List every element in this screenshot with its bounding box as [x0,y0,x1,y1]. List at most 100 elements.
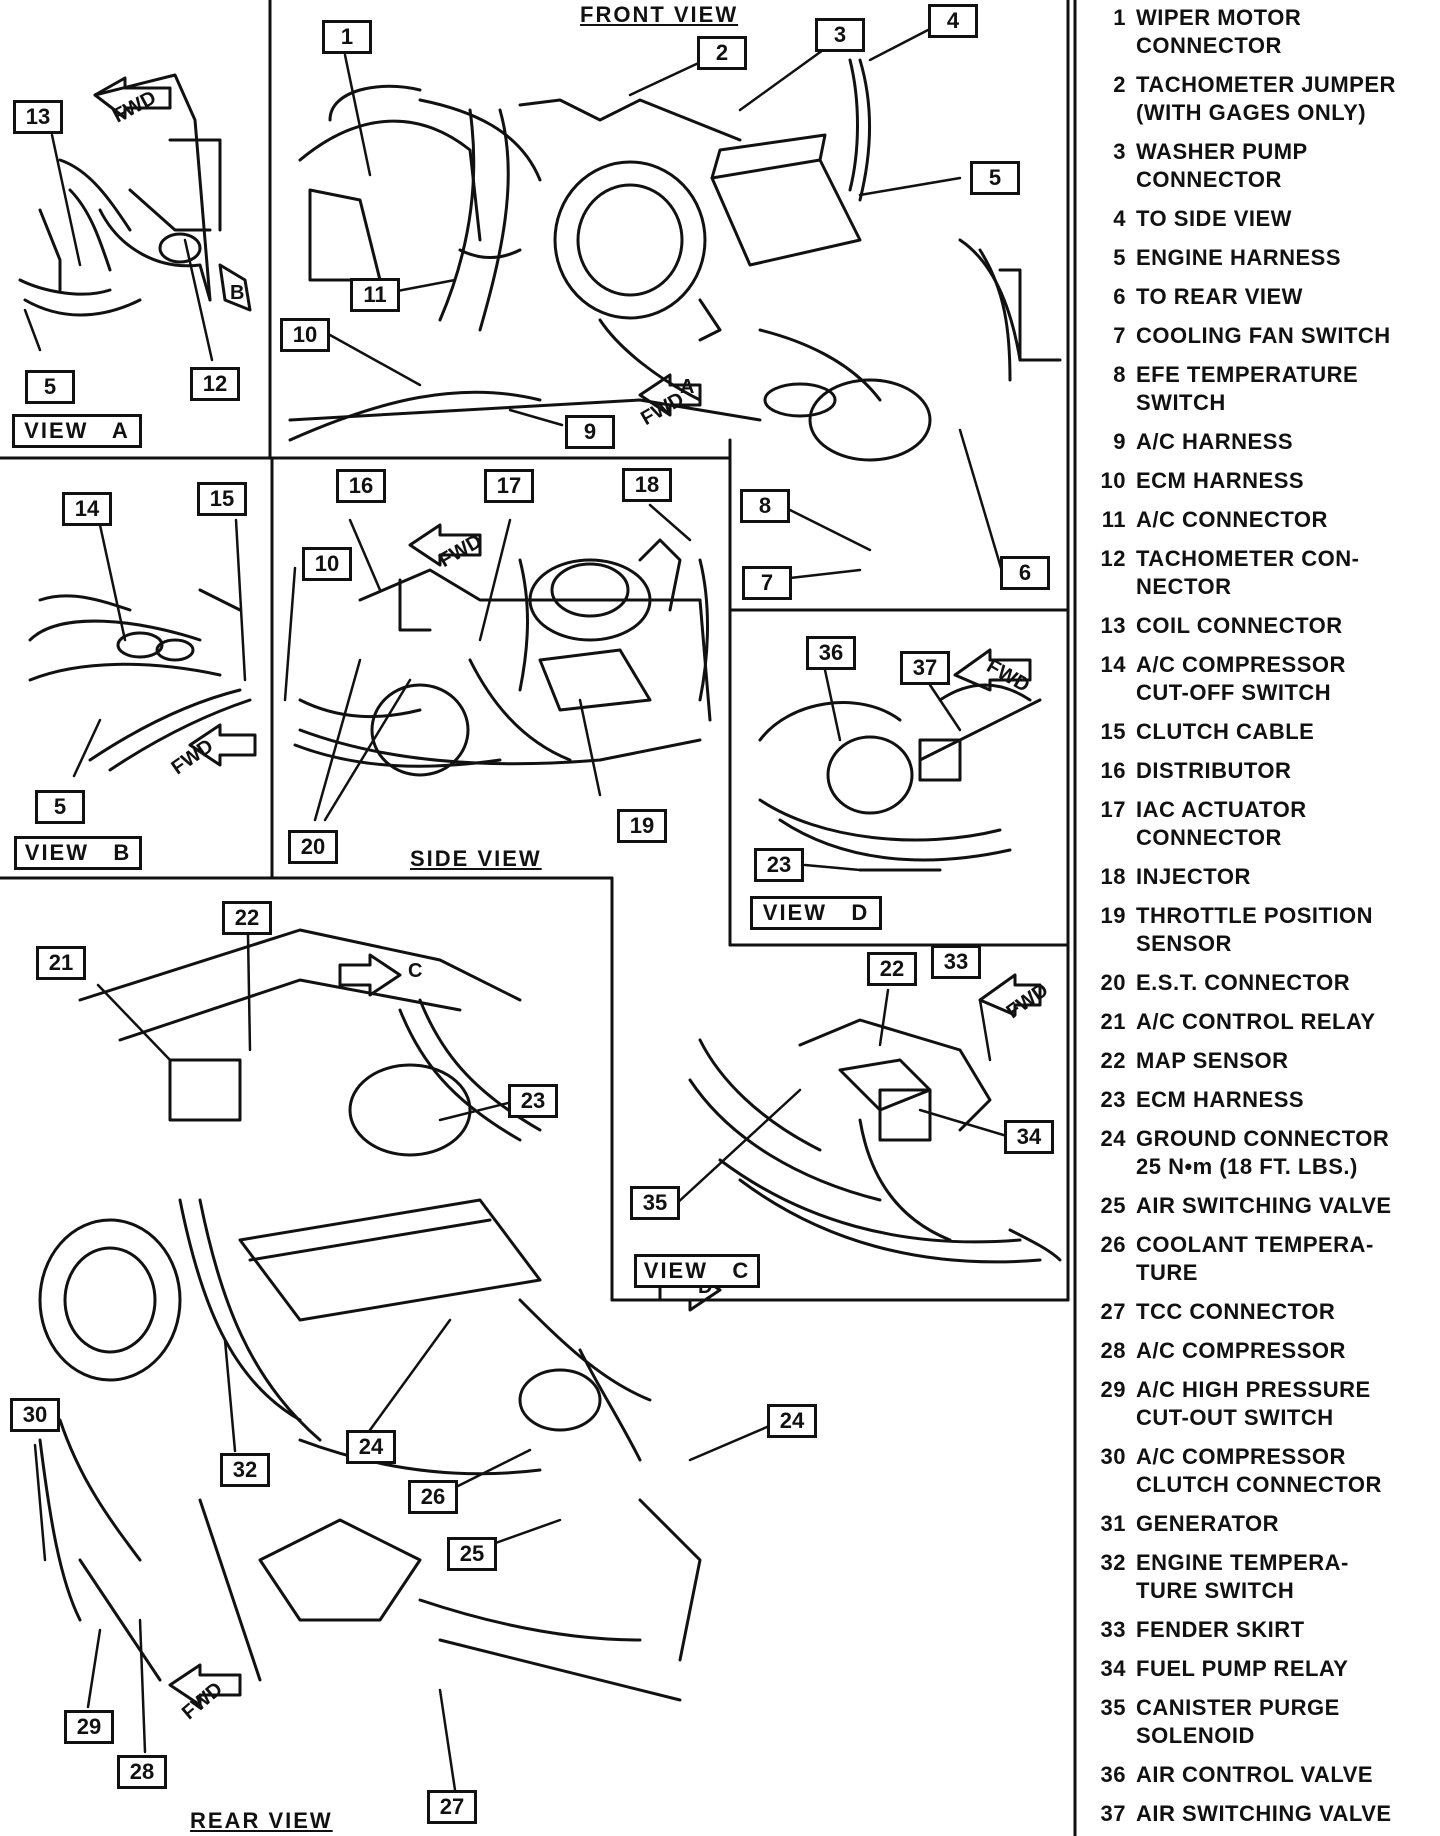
legend-description: GROUND CONNECTOR 25 N•m (18 FT. LBS.) [1136,1126,1390,1179]
legend-description: TACHOMETER CON- NECTOR [1136,546,1360,599]
callout-36: 36 [806,636,856,670]
legend-description: COOLING FAN SWITCH [1136,323,1391,348]
legend-number: 30 [1100,1444,1126,1469]
legend-description: WIPER MOTOR CONNECTOR [1136,5,1302,58]
legend-description: E.S.T. CONNECTOR [1136,970,1351,995]
legend-number: 14 [1100,652,1126,677]
rear-view-sketch [38,928,702,1702]
callout-6: 6 [1000,556,1050,590]
legend-number: 37 [1100,1801,1126,1826]
legend-number: 20 [1100,970,1126,995]
callout-23-rear: 23 [508,1084,558,1118]
legend-number: 21 [1100,1009,1126,1034]
legend-number: 19 [1100,903,1126,928]
legend-description: A/C COMPRESSOR CLUTCH CONNECTOR [1136,1444,1382,1497]
callout-33: 33 [931,945,981,979]
callout-27: 27 [427,1790,477,1824]
legend-number: 6 [1113,284,1126,309]
legend-number: 11 [1101,507,1126,532]
callout-7: 7 [742,566,792,600]
legend-description: INJECTOR [1136,864,1251,889]
legend-number: 24 [1100,1126,1126,1151]
legend-number: 10 [1100,468,1126,493]
legend-number: 18 [1100,864,1126,889]
legend-number: 31 [1100,1511,1126,1536]
callout-15: 15 [197,482,247,516]
legend-description: CANISTER PURGE SOLENOID [1136,1695,1340,1748]
front-view-title: FRONT VIEW [580,2,739,27]
legend-description: AIR SWITCHING VALVE [1136,1801,1392,1826]
callout-21: 21 [36,946,86,980]
callout-30: 30 [10,1398,60,1432]
legend-number: 29 [1100,1377,1126,1402]
view-d-sketch [758,683,1042,872]
legend-description: ENGINE HARNESS [1136,245,1342,270]
legend-description: AIR SWITCHING VALVE [1136,1193,1392,1218]
callout-24-center: 24 [346,1430,396,1464]
legend-number: 25 [1100,1193,1126,1218]
callout-5-view-b: 5 [35,790,85,824]
view-b-sketch [28,588,252,772]
side-view-title: SIDE VIEW [410,846,542,871]
front-view-sketch [288,58,1062,462]
legend-description: COIL CONNECTOR [1136,613,1343,638]
direction-a-label: A [680,376,695,398]
direction-c-label: C [408,960,423,982]
callout-35: 35 [630,1186,680,1220]
callout-22-rear: 22 [222,901,272,935]
callout-19: 19 [617,809,667,843]
legend-number: 15 [1100,719,1126,744]
callout-17: 17 [484,469,534,503]
view-d-label: VIEW D [750,896,882,930]
legend-description: AIR CONTROL VALVE [1136,1762,1374,1787]
legend-description: ECM HARNESS [1136,468,1305,493]
legend-description: CLUTCH CABLE [1136,719,1315,744]
callout-11: 11 [350,278,400,312]
legend-number: 9 [1113,429,1126,454]
view-a-sketch [18,73,222,317]
legend-number: 23 [1100,1087,1126,1112]
callout-3: 3 [815,18,865,52]
callout-14: 14 [62,492,112,526]
legend-description: FUEL PUMP RELAY [1136,1656,1349,1681]
legend-number: 16 [1100,758,1126,783]
legend-description: ENGINE TEMPERA- TURE SWITCH [1136,1550,1349,1603]
legend-number: 32 [1100,1550,1126,1575]
legend-number: 2 [1113,72,1126,97]
legend-description: IAC ACTUATOR CONNECTOR [1136,797,1307,850]
legend-number: 33 [1100,1617,1126,1642]
legend-description: TACHOMETER JUMPER (WITH GAGES ONLY) [1136,72,1396,125]
legend-description: EFE TEMPERATURE SWITCH [1136,362,1359,415]
legend-number: 3 [1113,139,1126,164]
legend-number: 1 [1113,5,1126,30]
legend-number: 4 [1113,206,1126,231]
legend-description: A/C CONTROL RELAY [1136,1009,1376,1034]
legend-number: 35 [1100,1695,1126,1720]
legend-description: DISTRIBUTOR [1136,758,1292,783]
legend-description: A/C HARNESS [1136,429,1294,454]
view-a-label: VIEW A [12,414,142,448]
legend-description: WASHER PUMP CONNECTOR [1136,139,1308,192]
callout-18: 18 [622,468,672,502]
view-c-sketch [688,1018,1062,1264]
legend-number: 7 [1113,323,1126,348]
legend-description: MAP SENSOR [1136,1048,1289,1073]
legend-description: A/C COMPRESSOR CUT-OFF SWITCH [1136,652,1346,705]
callout-5-view-a: 5 [25,370,75,404]
view-b-label: VIEW B [14,836,142,870]
legend-number: 5 [1113,245,1126,270]
legend-number: 34 [1100,1656,1126,1681]
view-c-label: VIEW C [634,1254,760,1288]
callout-22-view-c: 22 [867,952,917,986]
legend-number: 8 [1113,362,1126,387]
legend-description: ECM HARNESS [1136,1087,1305,1112]
legend-number: 36 [1100,1762,1126,1787]
callout-25: 25 [447,1537,497,1571]
legend-number: 12 [1100,546,1126,571]
legend-description: A/C HIGH PRESSURE CUT-OUT SWITCH [1136,1377,1371,1430]
callout-37: 37 [900,651,950,685]
callout-24-right: 24 [767,1404,817,1438]
callout-10-side: 10 [302,547,352,581]
legend-number: 27 [1100,1299,1126,1324]
